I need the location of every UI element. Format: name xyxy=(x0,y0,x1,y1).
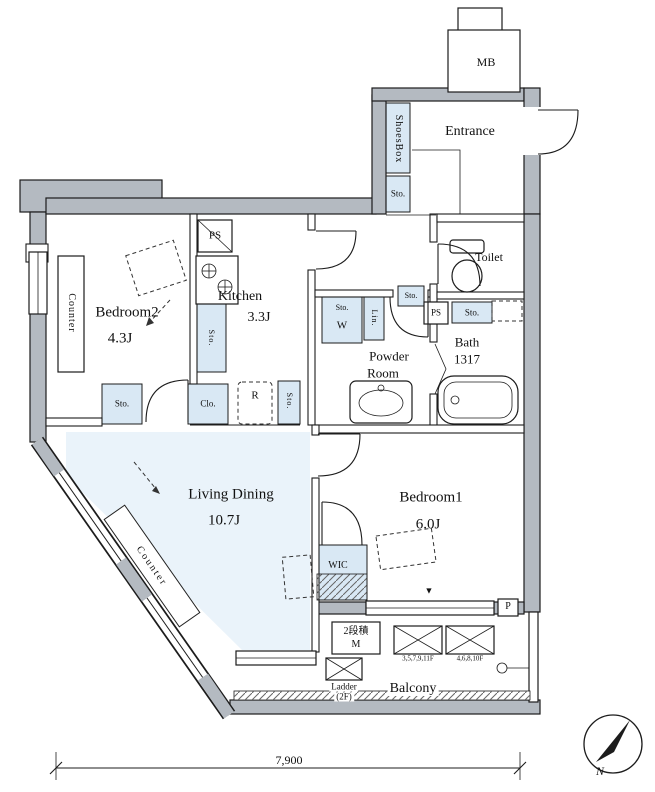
pipe-label: P xyxy=(505,601,511,612)
stacked-unit-label-2: M xyxy=(351,639,361,650)
linen-label: Lin. xyxy=(370,309,379,327)
powder-room-label-2: Room xyxy=(367,365,399,381)
living-dining-name-label: Living Dining xyxy=(188,486,274,503)
storage-label-bath: Sto. xyxy=(464,307,480,318)
refrigerator-label: R xyxy=(251,389,259,402)
storage-boxes xyxy=(101,102,493,601)
compass xyxy=(583,714,643,774)
washer-label: W xyxy=(336,319,348,332)
closet-label: Clo. xyxy=(200,398,216,409)
ac-floors-even-label: 4,6,8,10F xyxy=(456,654,484,663)
storage-label-washer: Sto. xyxy=(335,303,349,312)
living-dining-size-label: 10.7J xyxy=(207,512,241,529)
windows xyxy=(28,251,495,720)
ladder-label-1: Ladder xyxy=(329,681,359,692)
ladder-label-2: (2F) xyxy=(334,691,354,702)
wic-label: WIC xyxy=(328,560,348,571)
counter-label-left: Counter xyxy=(66,293,77,333)
shoesbox-label: ShoesBox xyxy=(393,114,404,164)
storage-label-powder: Sto. xyxy=(404,291,418,300)
storage-label-kitchen-right: Sto. xyxy=(285,392,294,410)
balcony-label: Balcony xyxy=(387,681,439,696)
north-label: N xyxy=(595,764,605,778)
bedroom1-name-label: Bedroom1 xyxy=(399,489,463,506)
ps-label-kitchen: PS xyxy=(208,229,222,242)
bedroom2-name-label: Bedroom2 xyxy=(95,304,159,321)
bath-size-label: 1317 xyxy=(454,351,480,367)
kitchen-name-label: Kitchen xyxy=(217,289,263,304)
down-marker: ▼ xyxy=(424,585,434,596)
doors xyxy=(145,109,579,546)
mb-label: MB xyxy=(476,55,496,69)
stacked-unit-label-1: 2段積 xyxy=(343,626,369,637)
entrance-label: Entrance xyxy=(445,124,495,139)
bedroom1-size-label: 6.0J xyxy=(415,516,441,533)
balcony-items xyxy=(233,573,531,701)
dimension-line xyxy=(49,752,527,780)
fixtures xyxy=(57,7,539,703)
entrance-door-opening xyxy=(523,107,541,155)
storage-label-bedroom2: Sto. xyxy=(114,398,130,409)
bath-name-label: Bath xyxy=(454,334,480,350)
kitchen-size-label: 3.3J xyxy=(247,310,271,325)
bedroom2-size-label: 4.3J xyxy=(107,330,133,347)
floor-tint xyxy=(66,432,310,650)
interior-walls xyxy=(25,213,525,653)
storage-label-entrance: Sto. xyxy=(390,188,406,199)
width-dimension-label: 7,900 xyxy=(275,753,303,767)
toilet-label: Toilet xyxy=(475,250,503,264)
ac-floors-odd-label: 3,5,7,9,11F xyxy=(402,654,434,663)
storage-label-kitchen: Sto. xyxy=(207,329,216,347)
powder-room-label-1: Powder xyxy=(369,348,409,364)
ps-label-bath: PS xyxy=(430,307,442,318)
